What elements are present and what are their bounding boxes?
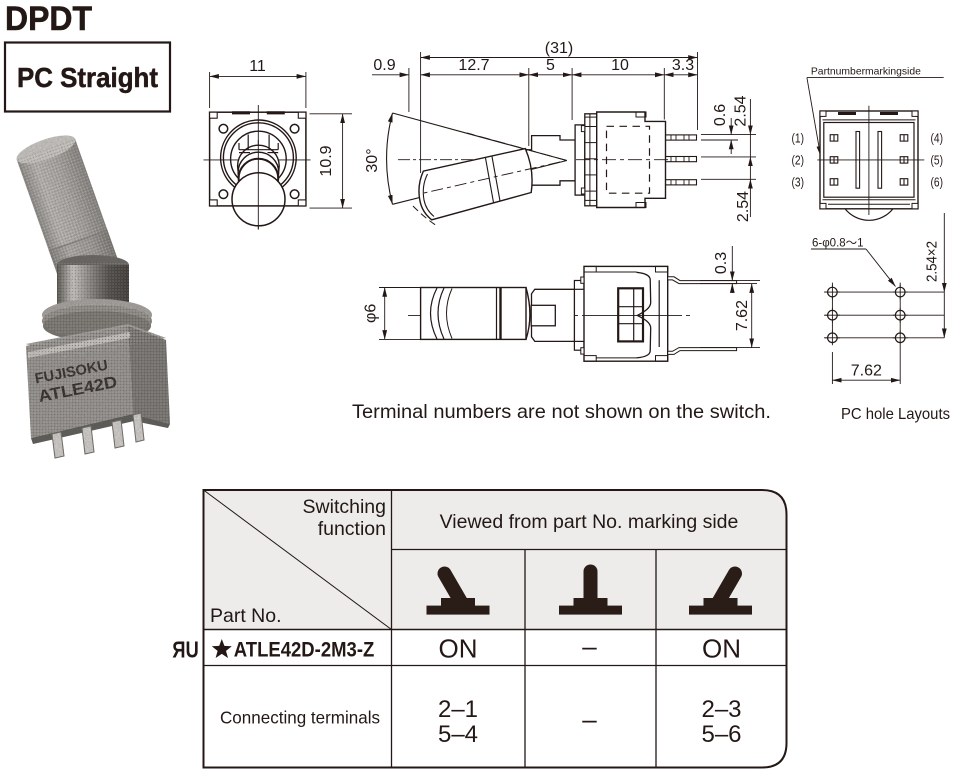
svg-text:2.54: 2.54 <box>733 95 750 126</box>
svg-text:ON: ON <box>439 634 478 664</box>
svg-text:Switching: Switching <box>303 496 386 518</box>
svg-text:0.9: 0.9 <box>373 57 395 74</box>
svg-text:6-φ0.8～1: 6-φ0.8～1 <box>812 238 864 250</box>
svg-text:ATLE42D-2M3-Z: ATLE42D-2M3-Z <box>234 639 375 662</box>
svg-text:UR: UR <box>172 637 199 663</box>
svg-text:5–6: 5–6 <box>701 721 741 748</box>
svg-text:0.6: 0.6 <box>712 104 729 126</box>
svg-text:2–1: 2–1 <box>438 696 478 723</box>
svg-text:2–3: 2–3 <box>701 696 741 723</box>
svg-text:30°: 30° <box>364 148 381 172</box>
svg-text:(6): (6) <box>931 175 944 190</box>
svg-text:PC Straight: PC Straight <box>17 62 158 93</box>
svg-text:10.9: 10.9 <box>318 145 335 176</box>
svg-text:7.62: 7.62 <box>734 300 751 331</box>
svg-text:φ6: φ6 <box>363 304 380 323</box>
svg-text:0.3: 0.3 <box>713 252 730 274</box>
svg-text:ON: ON <box>702 634 741 664</box>
svg-text:(5): (5) <box>931 153 944 168</box>
svg-text:3.3: 3.3 <box>672 57 694 74</box>
svg-text:11: 11 <box>249 58 266 75</box>
svg-text:(2): (2) <box>792 153 805 168</box>
svg-text:Partnumbermarkingside: Partnumbermarkingside <box>811 66 921 78</box>
svg-text:7.62: 7.62 <box>851 363 882 380</box>
svg-text:Part No.: Part No. <box>210 605 282 627</box>
svg-text:5–4: 5–4 <box>438 721 478 748</box>
svg-text:12.7: 12.7 <box>458 57 489 74</box>
svg-text:2.54: 2.54 <box>735 191 752 222</box>
svg-text:(4): (4) <box>931 131 944 146</box>
svg-text:(31): (31) <box>545 40 573 57</box>
svg-text:(1): (1) <box>792 131 805 146</box>
svg-text:DPDT: DPDT <box>5 0 92 38</box>
svg-text:Viewed from part No. marking s: Viewed from part No. marking side <box>440 511 739 533</box>
svg-text:function: function <box>318 518 386 540</box>
svg-text:Terminal numbers are not shown: Terminal numbers are not shown on the sw… <box>352 401 771 423</box>
svg-text:10: 10 <box>611 57 629 74</box>
svg-text:5: 5 <box>546 57 555 74</box>
svg-text:–: – <box>582 631 597 661</box>
svg-text:–: – <box>582 704 597 734</box>
svg-text:(3): (3) <box>792 175 805 190</box>
svg-text:Connecting terminals: Connecting terminals <box>220 708 380 728</box>
svg-text:PC hole Layouts: PC hole Layouts <box>841 406 950 423</box>
svg-text:2.54×2: 2.54×2 <box>924 241 941 282</box>
